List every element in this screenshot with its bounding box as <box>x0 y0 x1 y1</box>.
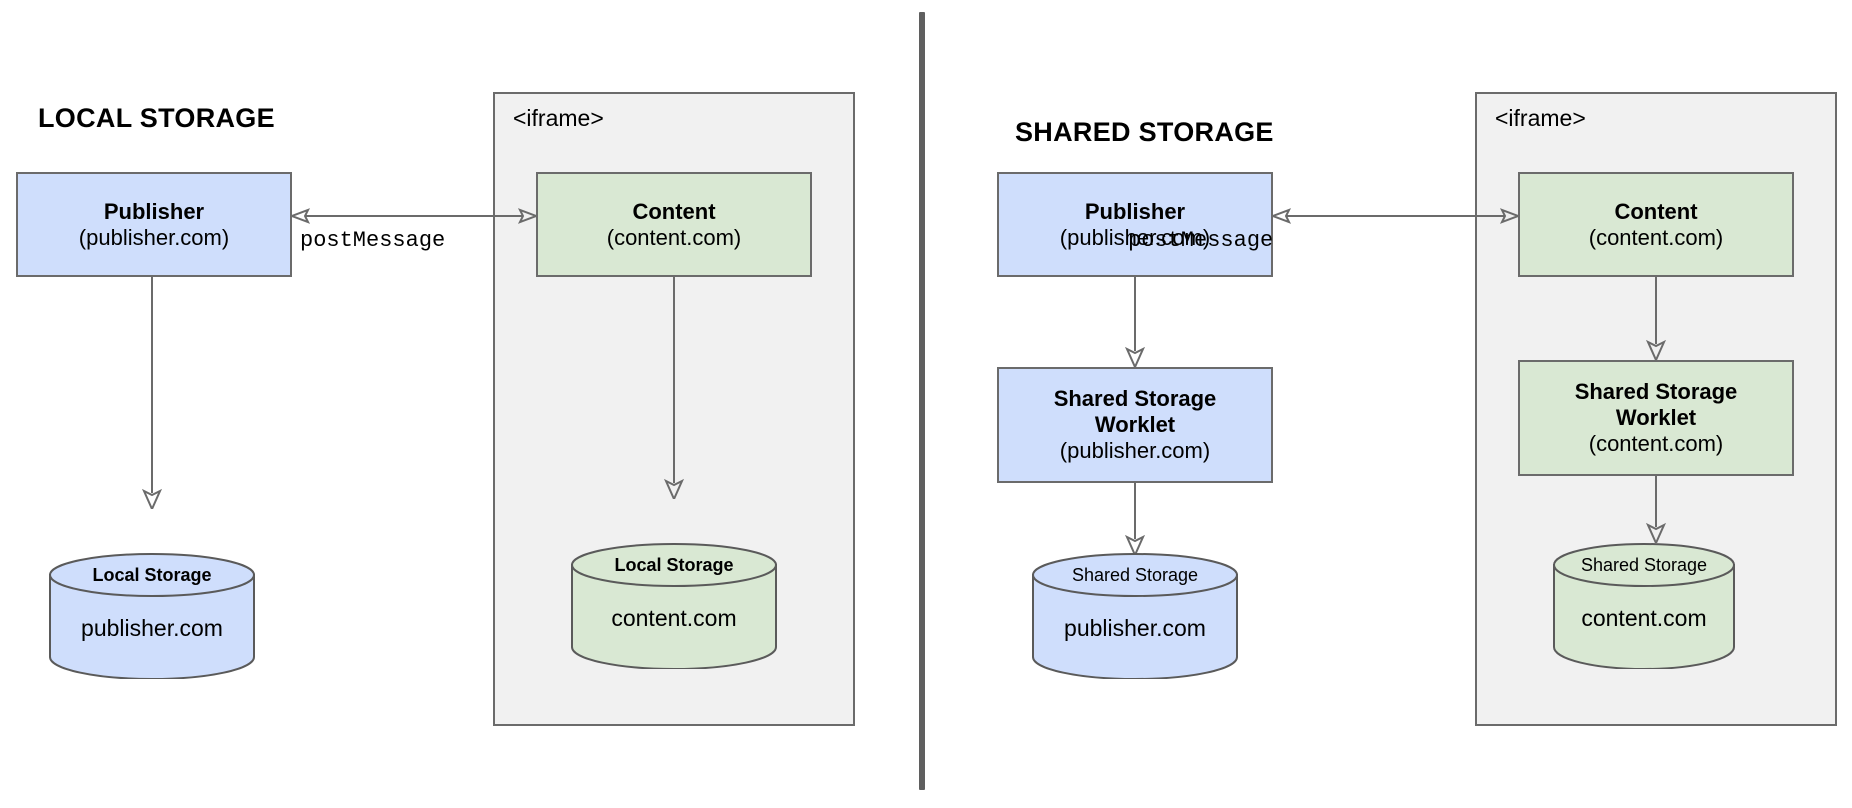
node-worklet-publisher-title-line1: Shared Storage <box>1053 386 1217 412</box>
node-content-right[interactable]: Content (content.com) <box>1518 172 1794 277</box>
node-content-right-subtitle: (content.com) <box>1588 224 1724 250</box>
section-title-shared-storage: SHARED STORAGE <box>1015 117 1274 147</box>
cylinder-shape <box>1032 553 1238 679</box>
node-content-left[interactable]: Content (content.com) <box>536 172 812 277</box>
node-worklet-publisher-title-line2: Worklet <box>1094 412 1176 438</box>
cylinder-shape <box>571 543 777 669</box>
node-publisher-right-title: Publisher <box>1084 198 1186 224</box>
node-publisher-right[interactable]: Publisher (publisher.com) <box>997 172 1273 277</box>
connector-publisher-to-worklet-right <box>1124 277 1146 367</box>
section-title-local-storage: LOCAL STORAGE <box>38 103 275 133</box>
cylinder-shared-storage-publisher[interactable]: Shared Storage publisher.com <box>1031 553 1239 679</box>
node-content-right-title: Content <box>1614 198 1698 224</box>
cylinder-body-label: content.com <box>611 605 737 631</box>
node-worklet-publisher[interactable]: Shared Storage Worklet (publisher.com) <box>997 367 1273 483</box>
cylinder-body-label: publisher.com <box>81 615 223 641</box>
node-worklet-publisher-subtitle: (publisher.com) <box>1059 437 1211 463</box>
connector-label-postmessage-right: postMessage <box>1128 228 1274 253</box>
node-worklet-content-title-line2: Worklet <box>1615 405 1697 431</box>
iframe-label-left: <iframe> <box>513 105 604 131</box>
cylinder-cap-label: Local Storage <box>614 555 734 575</box>
node-content-left-title: Content <box>632 198 716 224</box>
node-publisher-left-title: Publisher <box>103 198 205 224</box>
node-content-left-subtitle: (content.com) <box>606 224 742 250</box>
node-worklet-content-title-line1: Shared Storage <box>1574 379 1738 405</box>
iframe-label-right: <iframe> <box>1495 105 1586 131</box>
cylinder-cap-label: Shared Storage <box>1580 555 1708 575</box>
cylinder-shared-storage-content[interactable]: Shared Storage content.com <box>1552 543 1736 669</box>
cylinder-body-label: content.com <box>1581 605 1707 631</box>
node-publisher-left[interactable]: Publisher (publisher.com) <box>16 172 292 277</box>
node-worklet-content[interactable]: Shared Storage Worklet (content.com) <box>1518 360 1794 476</box>
connector-worklet-to-store-publisher <box>1124 483 1146 555</box>
cylinder-cap-label: Local Storage <box>92 565 212 585</box>
node-worklet-content-subtitle: (content.com) <box>1588 430 1724 456</box>
node-publisher-right-subtitle: (publisher.com) <box>1059 224 1211 250</box>
connector-publisher-to-store-left <box>141 277 163 509</box>
cylinder-shape <box>1553 543 1735 669</box>
cylinder-local-storage-publisher[interactable]: Local Storage publisher.com <box>48 553 256 679</box>
panel-divider <box>919 12 925 790</box>
cylinder-shape <box>49 553 255 679</box>
cylinder-body-label: publisher.com <box>1064 615 1206 641</box>
cylinder-cap-label: Shared Storage <box>1071 565 1199 585</box>
node-publisher-left-subtitle: (publisher.com) <box>78 224 230 250</box>
cylinder-local-storage-content[interactable]: Local Storage content.com <box>570 543 778 669</box>
connector-label-postmessage-left: postMessage <box>300 228 446 253</box>
